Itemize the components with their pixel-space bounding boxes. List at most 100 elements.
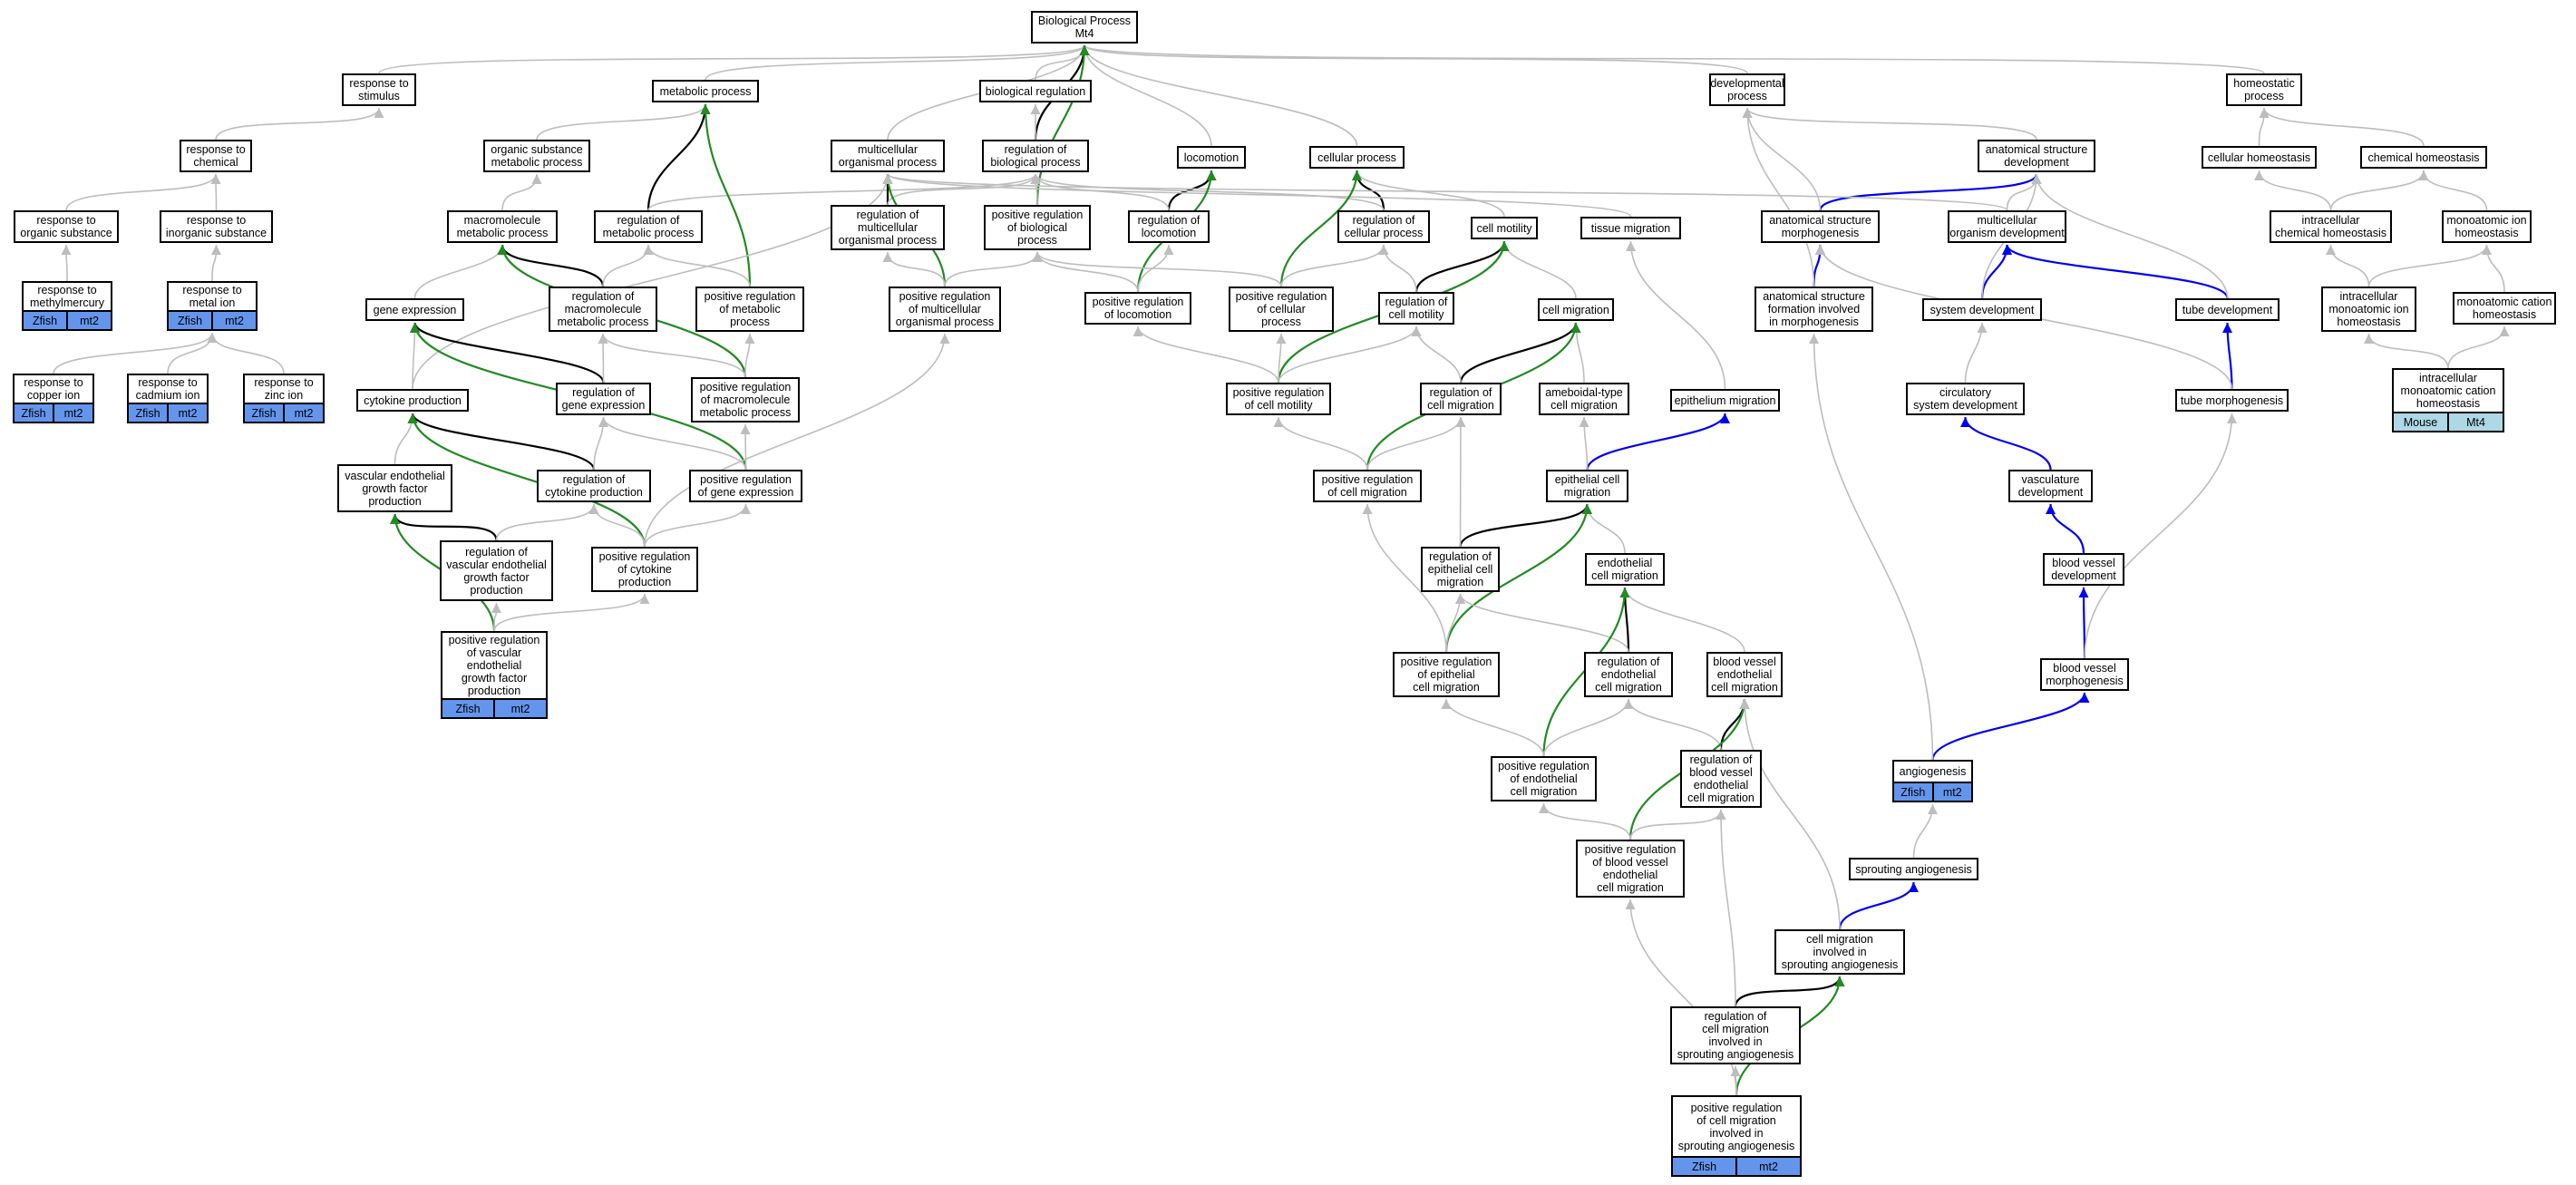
label-line: positive regulation [704, 290, 796, 303]
edge-epi-mig-to-tissue-mig [1626, 240, 1726, 390]
go-term-cell-mig[interactable]: cell migration [1538, 298, 1614, 321]
go-term-locomotion[interactable]: locomotion [1177, 146, 1246, 169]
label-line: of macromolecule [700, 393, 791, 406]
go-term-cytokine[interactable]: cytokine production [356, 389, 469, 412]
go-term-cellproc[interactable]: cellular process [1309, 146, 1405, 169]
go-term-chem-homeo[interactable]: chemical homeostasis [2360, 146, 2487, 169]
label-line: circulatory [1939, 386, 1991, 399]
go-term-tissue-mig[interactable]: tissue migration [1580, 217, 1681, 239]
go-term-metab[interactable]: metabolic process [652, 80, 759, 102]
label-line: homeostasis [2337, 316, 2401, 328]
edge-circ-sys-to-sys-dev [1964, 322, 1988, 384]
label-line: positive regulation [1092, 296, 1184, 308]
label-line: developmental [1710, 77, 1784, 90]
go-term-gene-expr[interactable]: gene expression [365, 298, 464, 321]
gene-tag: Mt4 [2447, 413, 2503, 431]
go-term-sprout[interactable]: sprouting angiogenesis [1849, 858, 1978, 880]
go-term-cell-homeo[interactable]: cellular homeostasis [2202, 146, 2317, 169]
label-line: cytokine production [364, 393, 462, 407]
go-term-epi-mig[interactable]: epithelium migration [1670, 389, 1780, 412]
go-term-sys-dev[interactable]: system development [1922, 298, 2042, 321]
go-term-cell-mot[interactable]: cell motility [1471, 217, 1538, 239]
go-term-bioreg[interactable]: biological regulation [979, 80, 1092, 102]
edge-pos-reg-cellp-to-cellproc [1279, 170, 1362, 287]
go-term-tube-dev[interactable]: tube development [2175, 298, 2280, 321]
go-term-tube-morph[interactable]: tube morphogenesis [2175, 389, 2289, 412]
label-line: positive regulation [700, 473, 792, 486]
label-line: ameboidal-type [1545, 386, 1623, 399]
edge-angio-to-anat-form [1809, 333, 1934, 761]
edge-pos-reg-epi-mig-to-pos-reg-cell-mig [1362, 503, 1447, 653]
gene-tag: mt2 [53, 404, 92, 422]
label-line: process [2244, 90, 2284, 102]
